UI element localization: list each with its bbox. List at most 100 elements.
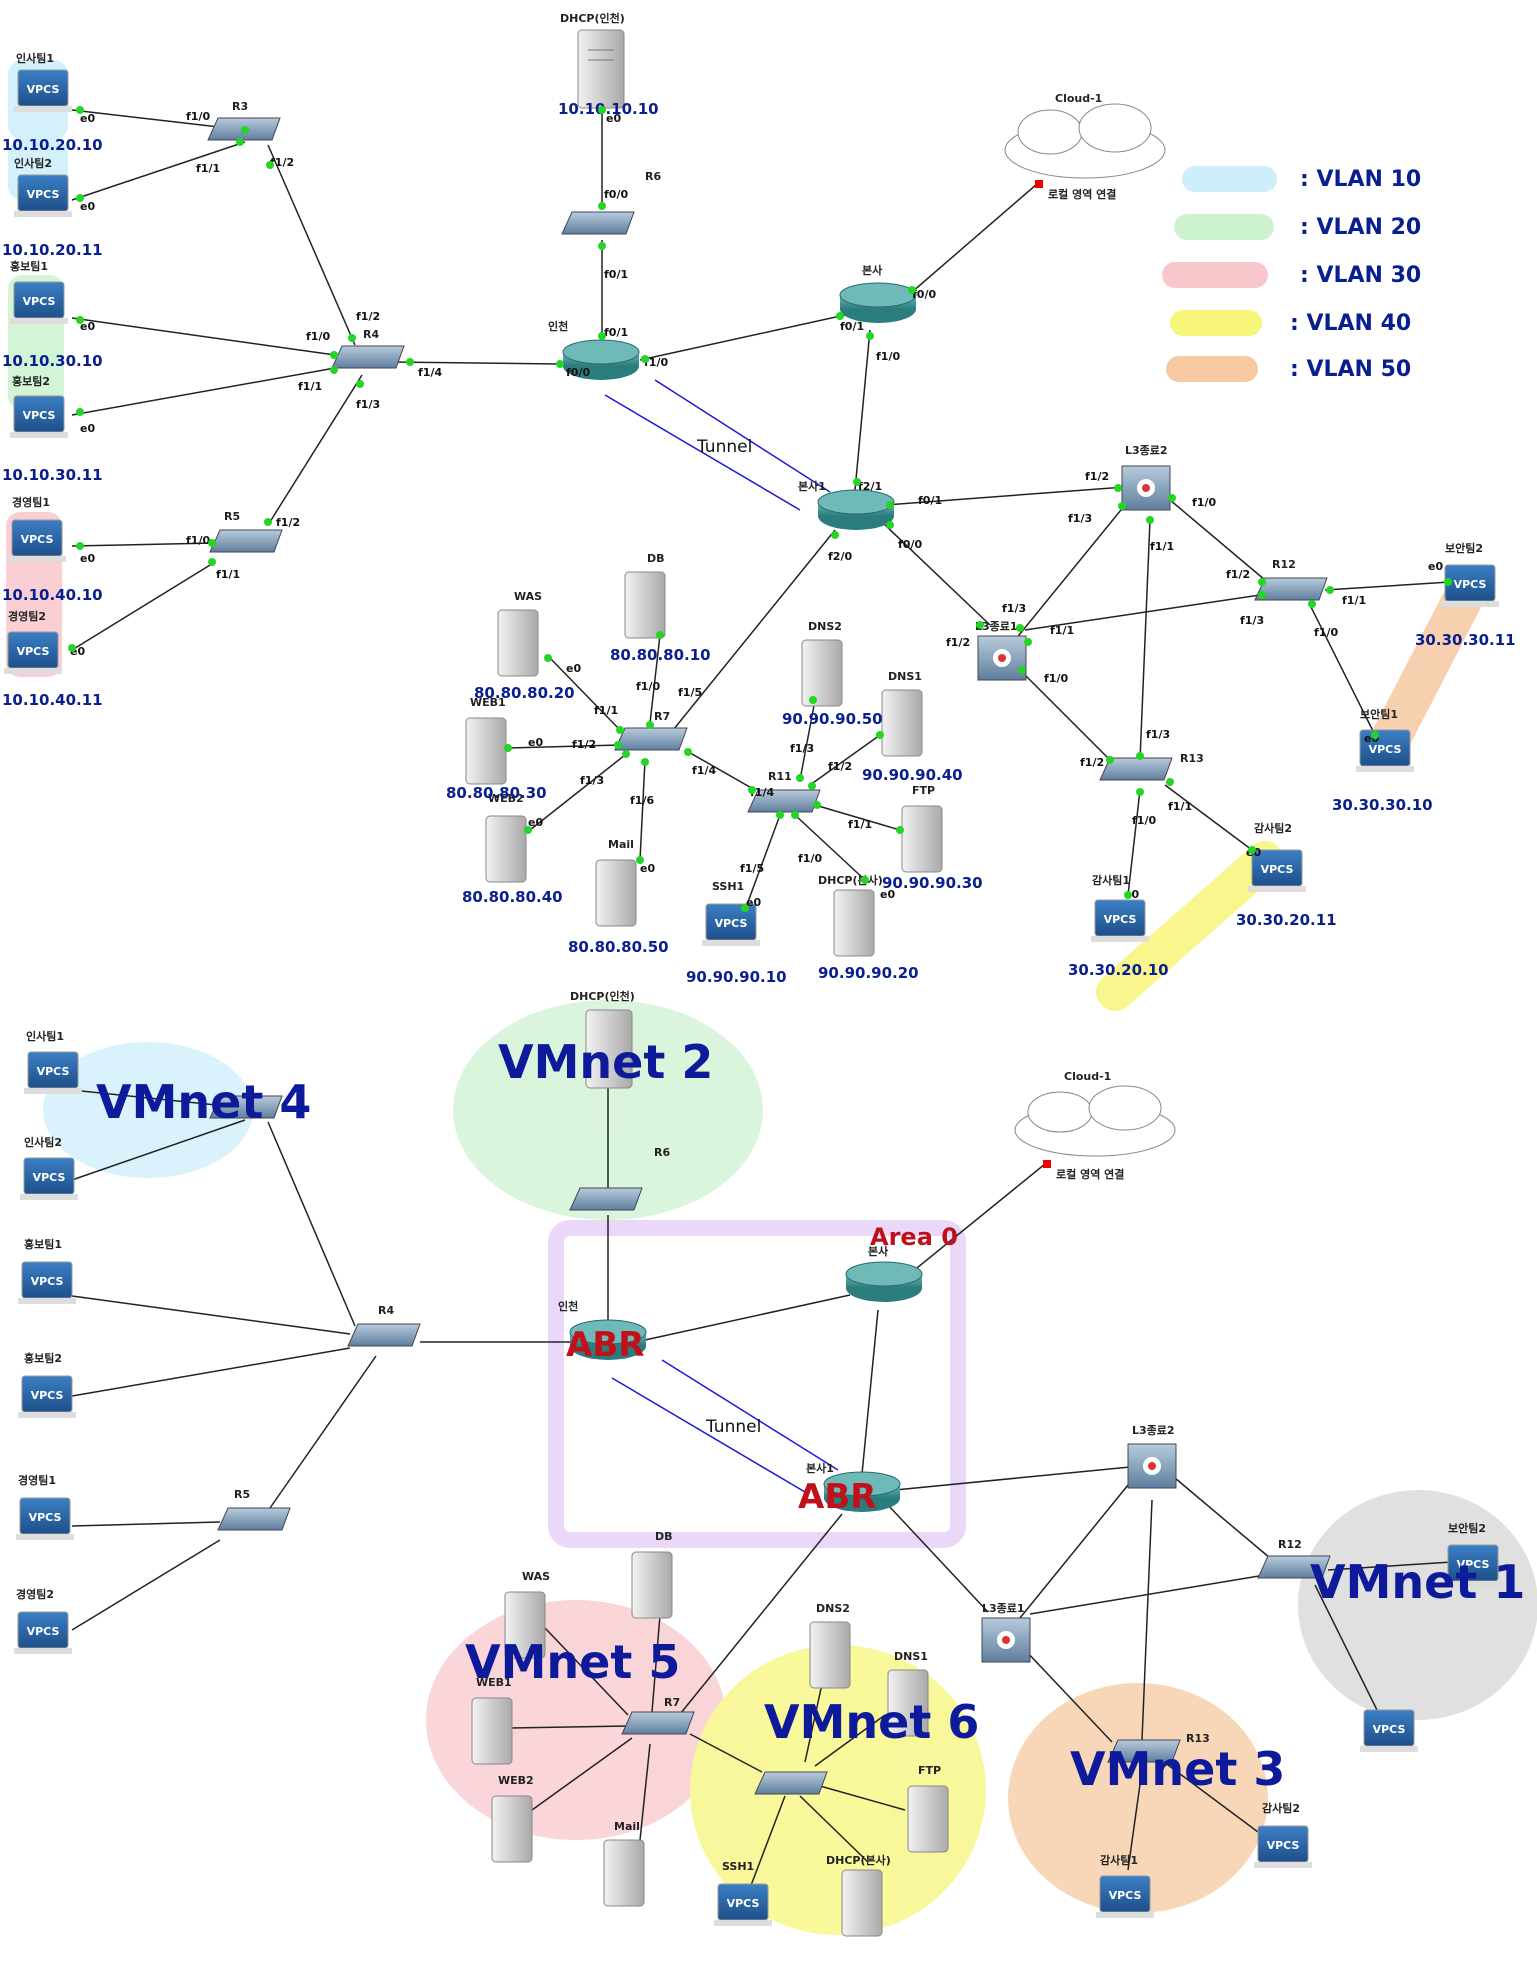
label-b-insa2: 인사팀2 — [24, 1135, 62, 1149]
host-b-hongbo1[interactable]: VPCS — [18, 1261, 76, 1304]
link-r11-ssh — [744, 814, 781, 911]
switch-r4[interactable] — [331, 345, 405, 369]
host-b-hongbo2[interactable]: VPCS — [18, 1375, 76, 1418]
switch-r11[interactable] — [747, 789, 821, 813]
server-db[interactable] — [624, 571, 666, 639]
router-b-bonsa[interactable] — [845, 1261, 923, 1302]
server-b-ftp[interactable] — [907, 1785, 949, 1853]
switch-r7[interactable] — [614, 727, 688, 751]
label-b-db: DB — [655, 1530, 673, 1543]
vpcs-label: VPCS — [1457, 1558, 1490, 1571]
label-b-ssh: SSH1 — [722, 1860, 754, 1873]
port-label: f1/1 — [216, 568, 240, 581]
ip-gyeongyeong1: 10.10.40.10 — [2, 586, 103, 604]
label-b-web1: WEB1 — [476, 1676, 512, 1689]
link-b-r11-dhcpbonsa — [799, 1795, 869, 1863]
link-l3sw2-r12 — [1169, 499, 1266, 581]
host-b-insa1[interactable]: VPCS — [24, 1051, 82, 1094]
label-hongbo2: 홍보팀2 — [12, 374, 50, 388]
host-b-boan1[interactable]: VPCS — [1360, 1709, 1418, 1752]
server-b-mail[interactable] — [603, 1839, 645, 1907]
switch-b-r4[interactable] — [347, 1323, 421, 1347]
host-ssh[interactable]: VPCS — [702, 903, 760, 946]
port-label: f1/0 — [1192, 496, 1216, 509]
switch-b-r5[interactable] — [217, 1507, 291, 1531]
server-dns2[interactable] — [801, 639, 843, 707]
router-incheon[interactable] — [562, 339, 640, 380]
server-b-dns1[interactable] — [887, 1669, 929, 1737]
host-gamsa1[interactable]: VPCS — [1091, 899, 1149, 942]
server-b-dns2[interactable] — [809, 1621, 851, 1689]
switch-r5[interactable] — [209, 529, 283, 553]
cloud-b-1[interactable] — [1014, 1085, 1176, 1168]
server-b-dhcp-incheon[interactable] — [585, 1009, 633, 1089]
host-insa2[interactable]: VPCS — [14, 174, 72, 217]
router-b-bonsa1[interactable] — [823, 1471, 901, 1512]
host-gyeongyeong1[interactable]: VPCS — [8, 519, 66, 562]
server-dns1[interactable] — [881, 689, 923, 757]
host-gamsa2[interactable]: VPCS — [1248, 849, 1306, 892]
switch-b-r3[interactable] — [209, 1095, 283, 1119]
switch-r13[interactable] — [1099, 757, 1173, 781]
switch-r12[interactable] — [1254, 577, 1328, 601]
switch-b-r12[interactable] — [1257, 1555, 1331, 1579]
switch-b-r11[interactable] — [754, 1771, 828, 1795]
server-web2[interactable] — [485, 815, 527, 883]
server-mail[interactable] — [595, 859, 637, 927]
vpcs-label: VPCS — [23, 295, 56, 308]
server-web1[interactable] — [465, 717, 507, 785]
label-hongbo1: 홍보팀1 — [10, 259, 48, 273]
vpcs-label: VPCS — [31, 1275, 64, 1288]
router-bonsa[interactable] — [839, 282, 917, 323]
link-endpoint-dot — [406, 358, 414, 366]
port-label: f0/1 — [840, 320, 864, 333]
host-insa1[interactable]: VPCS — [14, 69, 72, 112]
server-dhcp-bonsa[interactable] — [833, 889, 875, 957]
host-b-ssh[interactable]: VPCS — [714, 1883, 772, 1926]
switch-b-r7[interactable] — [621, 1711, 695, 1735]
host-b-gamsa2[interactable]: VPCS — [1254, 1825, 1312, 1868]
port-label: f1/6 — [630, 794, 654, 807]
switch-r6[interactable] — [561, 211, 635, 235]
l3switch-2[interactable] — [1121, 465, 1171, 511]
vpcs-label: VPCS — [1261, 863, 1294, 876]
server-was[interactable] — [497, 609, 539, 677]
server-b-web2[interactable] — [491, 1795, 533, 1863]
host-b-gyeongyeong2[interactable]: VPCS — [14, 1611, 72, 1654]
host-b-insa2[interactable]: VPCS — [20, 1157, 78, 1200]
l3switch-1[interactable] — [977, 635, 1027, 681]
host-gyeongyeong2[interactable]: VPCS — [4, 631, 62, 674]
link-l3sw1-r12 — [1024, 594, 1261, 631]
host-hongbo1[interactable]: VPCS — [10, 281, 68, 324]
top-switches: R3 R4 R5 R6 R7 R11 R12 R13 — [207, 100, 1328, 813]
router-b-incheon[interactable] — [569, 1319, 647, 1360]
host-b-boan2[interactable]: VPCS — [1444, 1544, 1502, 1587]
label-b-r4: R4 — [378, 1304, 394, 1317]
router-bonsa1[interactable] — [817, 489, 895, 530]
bottom-tunnel: Tunnel — [611, 1359, 839, 1493]
label-boan2: 보안팀2 — [1445, 541, 1483, 555]
server-b-was[interactable] — [504, 1591, 546, 1659]
vlan-legend: : VLAN 10 : VLAN 20 : VLAN 30 : VLAN 40 … — [1162, 166, 1421, 382]
l3switch-b-1[interactable] — [981, 1617, 1031, 1663]
vpcs-label: VPCS — [27, 83, 60, 96]
legend-swatch-vlan30 — [1162, 262, 1268, 288]
host-b-gamsa1[interactable]: VPCS — [1096, 1875, 1154, 1918]
l3switch-b-2[interactable] — [1127, 1443, 1177, 1489]
server-dhcp-incheon[interactable] — [577, 29, 625, 109]
host-b-gyeongyeong1[interactable]: VPCS — [16, 1497, 74, 1540]
cloud-1[interactable] — [1004, 103, 1166, 188]
server-b-db[interactable] — [631, 1551, 673, 1619]
server-ftp[interactable] — [901, 805, 943, 873]
host-boan1[interactable]: VPCS — [1356, 729, 1414, 772]
server-b-dhcp-bonsa[interactable] — [841, 1869, 883, 1937]
server-b-web1[interactable] — [471, 1697, 513, 1765]
switch-b-r6[interactable] — [569, 1187, 643, 1211]
label-b-cloud: Cloud-1 — [1064, 1070, 1111, 1083]
host-hongbo2[interactable]: VPCS — [10, 395, 68, 438]
link-endpoint-dot — [831, 531, 839, 539]
host-boan2[interactable]: VPCS — [1441, 564, 1499, 607]
switch-b-r13[interactable] — [1107, 1739, 1181, 1763]
link-endpoint-dot — [348, 334, 356, 342]
vpcs-label: VPCS — [27, 188, 60, 201]
